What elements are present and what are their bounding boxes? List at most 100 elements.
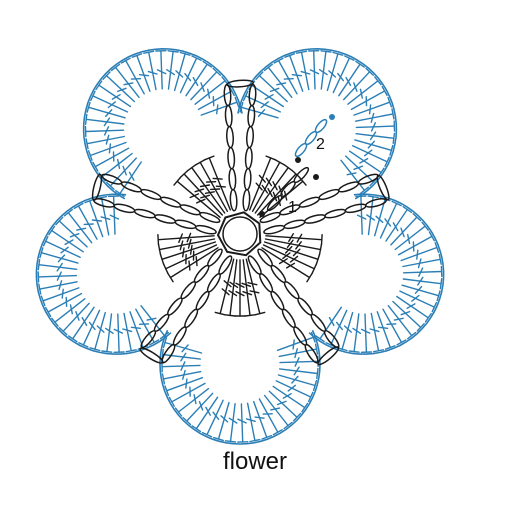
round-2-stitch — [396, 295, 429, 319]
arm-tip-chain — [317, 346, 340, 366]
round-2-stitch-bar — [364, 149, 373, 157]
arm-chain — [184, 308, 199, 329]
round-2-stitch — [341, 311, 354, 350]
round-2-stitch-bar — [370, 112, 375, 123]
round-2-stitch-bar — [260, 101, 269, 109]
round-1-stitch-top — [306, 272, 313, 283]
round-2-stitch-top — [110, 63, 121, 72]
round-2-stitch — [136, 54, 151, 92]
round-2-stitch-bar — [180, 352, 187, 362]
round-2-stitch-top — [38, 283, 42, 295]
round-2-stitch-bar — [128, 171, 135, 181]
round-2-stitch — [114, 66, 140, 99]
round-2-stitch — [190, 71, 218, 101]
round-2-stitch-bar — [192, 76, 199, 87]
round-2-stitch-bar — [257, 109, 266, 118]
arm-chain — [195, 290, 210, 311]
round-1-stitch-bar — [295, 241, 302, 250]
round-2-stitch-bar — [294, 357, 300, 367]
round-2-stitch-bar — [406, 303, 416, 309]
round-2-stitch — [400, 246, 438, 262]
round-2-stitch-bar — [76, 227, 87, 231]
round-2-stitch-bar — [75, 311, 80, 321]
arm-chain — [243, 167, 252, 191]
arm-chain — [180, 281, 197, 300]
round-1-stitch-bar — [186, 232, 192, 243]
round-label-1: 1 — [288, 199, 297, 216]
arm-chain — [140, 188, 162, 201]
round-2-stitch — [123, 312, 132, 352]
round-2-stitch-bar — [360, 328, 371, 334]
round-2-stitch — [71, 306, 95, 340]
round-2-stitch-top — [261, 434, 273, 440]
arm-chain — [310, 313, 327, 332]
round-2-stitch-bar — [56, 262, 63, 272]
round-2-stitch-bar — [116, 87, 127, 93]
round-2-stitch-top — [307, 391, 314, 403]
round-2-stitch — [244, 95, 281, 113]
round-2-stitch — [86, 135, 126, 145]
round-2-stitch — [197, 90, 233, 111]
round-2-stitch-bar — [245, 418, 256, 422]
round-1-stitch-top — [283, 163, 293, 172]
round-1-stitch-bar — [286, 262, 296, 269]
round-1-stitch-bar — [272, 191, 278, 202]
round-1-stitch-top — [311, 263, 318, 274]
round-2-stitch-top — [105, 181, 115, 191]
arm-chain — [179, 204, 201, 216]
round-1-stitch — [191, 166, 226, 214]
round-2-stitch-bar — [138, 73, 150, 77]
round-2-stitch — [186, 392, 214, 422]
round-2-stitch-bar — [368, 104, 372, 115]
round-2-stitch-top — [191, 55, 202, 61]
diagram-caption: flower — [222, 448, 288, 475]
round-1-stitch-bar — [194, 188, 205, 193]
round-1-stitch — [245, 258, 261, 315]
round-2-stitch-top — [58, 327, 68, 336]
round-2-stitch-top — [40, 295, 46, 307]
round-2-stitch-bar — [156, 69, 167, 75]
round-2-stitch-bar — [336, 321, 343, 331]
round-2-stitch-top — [344, 55, 355, 61]
arm-chain — [245, 125, 255, 149]
round-1-stitch — [264, 241, 319, 260]
round-2-stitch-top — [396, 339, 407, 346]
round-2-stitch-top — [249, 438, 261, 443]
round-2-stitch-bar — [109, 214, 120, 220]
petal-edge — [159, 329, 321, 445]
round-2-stitch-bar — [184, 72, 192, 82]
round-2-stitch — [277, 374, 316, 387]
round-2-stitch — [185, 63, 208, 97]
round-1-stitch — [208, 157, 232, 211]
round-2-stitch — [353, 101, 391, 116]
round-1-stitch-bar — [215, 185, 227, 188]
round-2-stitch — [167, 50, 174, 90]
round-2-stitch — [45, 240, 81, 258]
round-2-stitch-top — [212, 436, 225, 442]
round-1-stitch-top — [318, 243, 323, 256]
round-2-stitch-bar — [200, 82, 205, 93]
arm-chain — [318, 188, 340, 201]
round-2-stitch-top — [295, 50, 308, 54]
round-2-stitch — [326, 53, 339, 92]
round-2-join-dot — [313, 174, 319, 180]
round-2-stitch-bar — [104, 109, 113, 118]
round-1-stitch — [265, 235, 323, 241]
round-1-stitch-bar — [189, 193, 200, 199]
round-2-stitch — [88, 200, 104, 238]
round-2-stitch-top — [51, 317, 59, 327]
round-2-stitch-top — [374, 76, 382, 86]
round-2-stitch — [37, 274, 78, 278]
round-2-stitch — [353, 313, 360, 353]
round-1-stitch-bar — [187, 238, 192, 249]
round-2-stitch — [98, 84, 132, 108]
round-2-stitch-bar — [57, 254, 66, 263]
round-2-stitch-top — [115, 189, 125, 198]
round-2-stitch-bar — [393, 317, 404, 321]
round-2-stitch-bar — [180, 361, 186, 371]
round-1-stitch — [157, 235, 215, 241]
round-2-stitch — [194, 80, 226, 105]
round-2-stitch — [313, 50, 316, 90]
round-2-stitch-bar — [369, 328, 380, 333]
round-2-stitch-bar — [343, 325, 352, 333]
